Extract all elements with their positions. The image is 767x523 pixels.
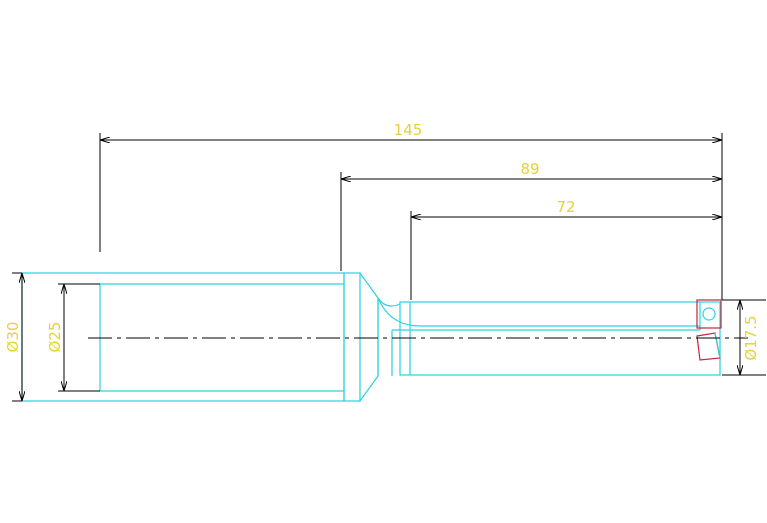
dimension-lines (12, 133, 766, 402)
dim-text-175: Ø17.5 (742, 315, 760, 360)
flute-curve (377, 297, 700, 327)
insert-top (696, 299, 722, 329)
dim-text-145: 145 (394, 121, 423, 139)
dim-text-25: Ø25 (46, 322, 64, 353)
insert-screw (702, 307, 716, 321)
tool-outline (21, 272, 721, 402)
insert-bottom (696, 332, 721, 361)
dim-text-89: 89 (520, 160, 539, 178)
dim-text-30: Ø30 (4, 322, 22, 353)
dim-text-72: 72 (556, 198, 575, 216)
insert-screw-edge (714, 332, 721, 359)
collar (343, 272, 361, 402)
neck-transition (359, 272, 401, 402)
shank-body (21, 272, 345, 402)
